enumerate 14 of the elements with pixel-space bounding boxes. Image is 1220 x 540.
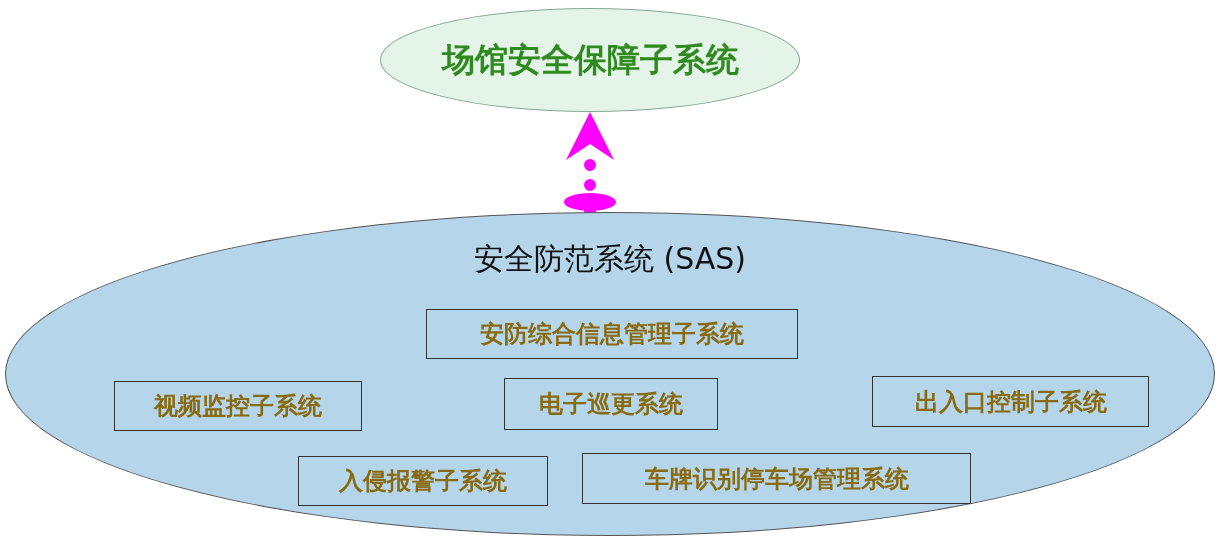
subsystem-box xyxy=(872,376,1149,427)
system-title: 安全防范系统 (SAS) xyxy=(472,240,748,278)
subsystem-box xyxy=(114,381,362,431)
subsystem-box xyxy=(504,378,718,430)
subsystem-label: 视频监控子系统 xyxy=(154,391,322,422)
subsystem-box xyxy=(582,453,971,504)
subsystem-label: 电子巡更系统 xyxy=(539,389,683,420)
subsystem-box xyxy=(298,456,548,506)
subsystem-box xyxy=(426,309,798,359)
subsystem-label: 出入口控制子系统 xyxy=(914,386,1107,418)
subsystem-label: 入侵报警子系统 xyxy=(339,466,507,497)
subsystem-label: 车牌识别停车场管理系统 xyxy=(644,463,909,495)
subsystem-label: 安防综合信息管理子系统 xyxy=(480,319,744,350)
system-title: 场馆安全保障子系统 xyxy=(441,38,739,81)
